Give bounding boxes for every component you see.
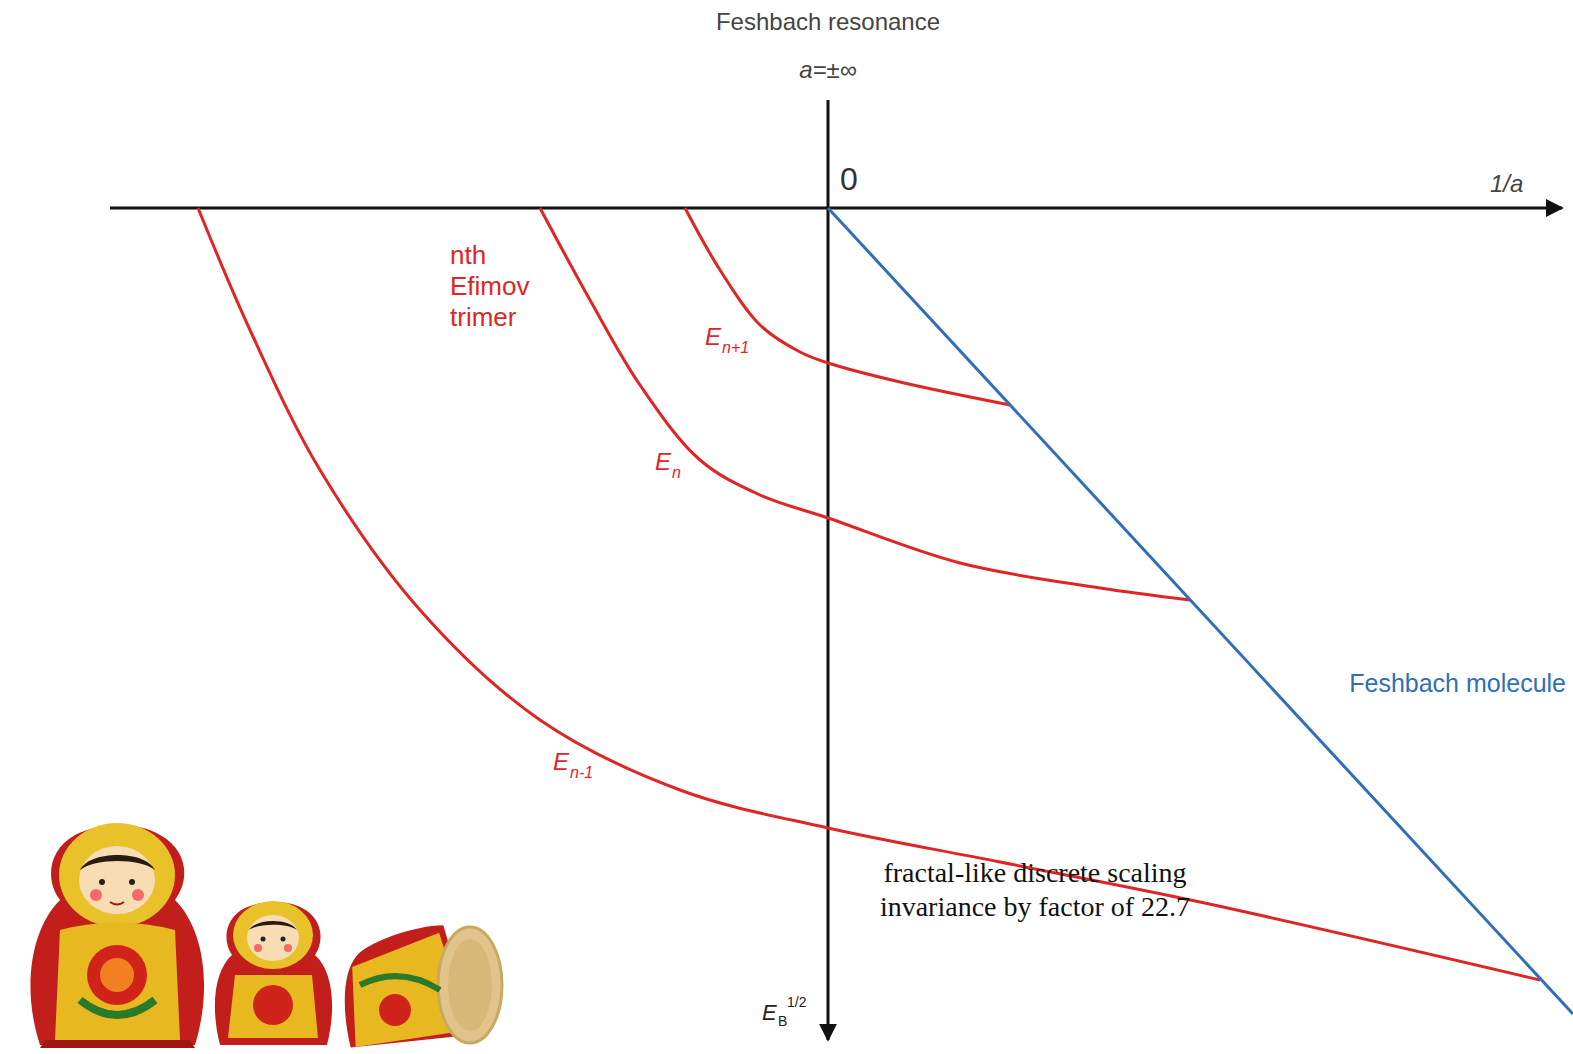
origin-label: 0 bbox=[840, 160, 858, 198]
scaling-note: fractal-like discrete scaling invariance… bbox=[860, 856, 1210, 923]
axis-subscript: B bbox=[778, 1013, 787, 1030]
axis-label: E bbox=[762, 1000, 777, 1026]
axis-label: 1/a bbox=[1490, 170, 1523, 199]
efimov-curve bbox=[685, 208, 1010, 405]
doll-face bbox=[79, 846, 155, 914]
energy-subscript: n bbox=[672, 463, 681, 482]
matryoshka-dolls bbox=[30, 823, 502, 1048]
doll-body bbox=[30, 825, 204, 1045]
resonance-condition: a=±∞ bbox=[799, 56, 857, 85]
energy-label: E bbox=[655, 448, 671, 477]
energy-subscript: n-1 bbox=[570, 763, 593, 782]
energy-subscript: n+1 bbox=[722, 338, 749, 357]
feshbach-molecule-line bbox=[828, 208, 1573, 1014]
efimov-curve bbox=[198, 208, 1540, 980]
energy-label: E bbox=[705, 323, 721, 352]
energy-curves bbox=[198, 208, 1573, 1014]
y-axis bbox=[827, 100, 830, 1040]
efimov-curve bbox=[540, 208, 1190, 600]
x-axis bbox=[110, 207, 1562, 210]
energy-label: E bbox=[553, 748, 569, 777]
trimer-label: nth Efimov trimer bbox=[450, 240, 560, 334]
molecule-label: Feshbach molecule bbox=[1349, 668, 1566, 698]
title: Feshbach resonance bbox=[716, 8, 940, 37]
doll-scarf bbox=[59, 823, 175, 927]
axes bbox=[110, 100, 1562, 1040]
axis-superscript: 1/2 bbox=[787, 994, 806, 1011]
